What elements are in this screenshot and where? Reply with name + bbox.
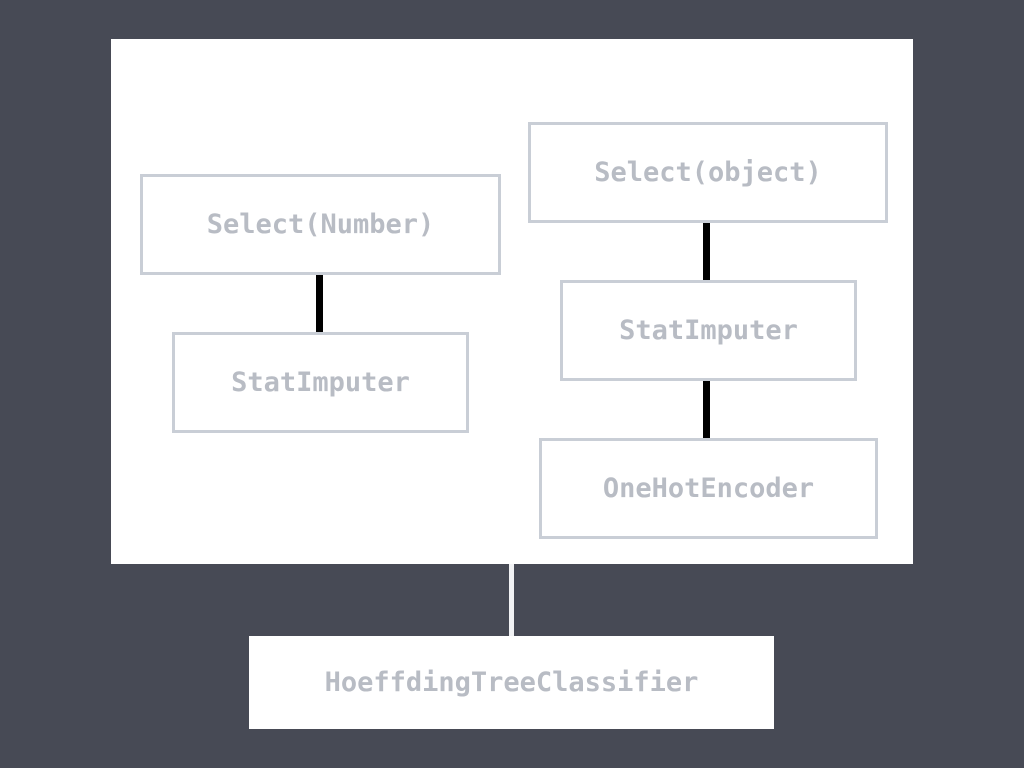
union-panel: Select(Number) StatImputer Select(object… (111, 39, 913, 564)
hoeffding-tree-classifier-node: HoeffdingTreeClassifier (249, 636, 774, 729)
select-object-label: Select(object) (594, 157, 822, 188)
statimputer-right-label: StatImputer (619, 315, 798, 346)
statimputer-left-label: StatImputer (231, 367, 410, 398)
statimputer-right-node: StatImputer (560, 280, 857, 381)
edge-statimputer-to-onehotencoder (703, 381, 710, 438)
onehotencoder-node: OneHotEncoder (539, 438, 878, 539)
hoeffding-tree-classifier-label: HoeffdingTreeClassifier (324, 667, 699, 698)
select-number-label: Select(Number) (206, 209, 435, 240)
statimputer-left-node: StatImputer (172, 332, 469, 433)
edge-select-object-to-statimputer (703, 223, 710, 280)
edge-select-number-to-statimputer (316, 275, 323, 332)
select-number-node: Select(Number) (140, 174, 501, 275)
edge-union-to-classifier (509, 564, 514, 636)
select-object-node: Select(object) (528, 122, 888, 223)
onehotencoder-label: OneHotEncoder (602, 473, 815, 504)
